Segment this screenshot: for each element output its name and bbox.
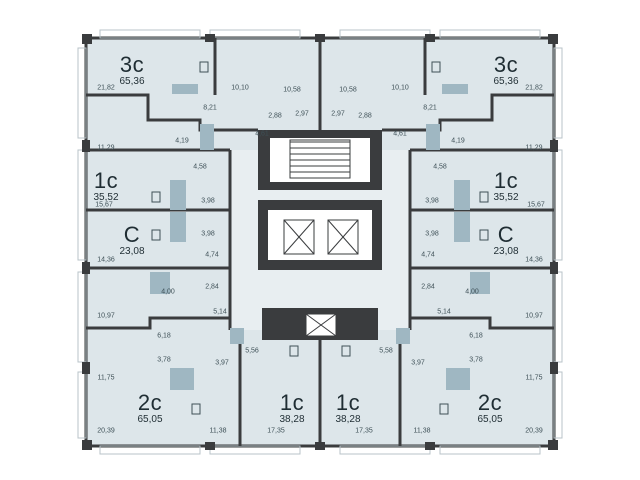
room-area: 4,61: [255, 130, 269, 138]
room-area: 4,74: [421, 251, 435, 259]
room-area: 21,82: [97, 84, 115, 92]
room-area: 3,98: [201, 197, 215, 205]
room-area: 2,88: [268, 112, 282, 120]
room-area: 10,10: [231, 84, 249, 92]
room-area: 15,67: [527, 201, 545, 209]
room-area: 17,35: [355, 427, 373, 435]
apartment-type: С: [123, 222, 141, 247]
room-area: 11,38: [413, 427, 431, 435]
room-area: 3,98: [201, 230, 215, 238]
room-area: 10,58: [339, 86, 357, 94]
apartment-area: 35,52: [493, 192, 519, 203]
apartment-type: 1с: [279, 390, 305, 415]
room-area: 4,61: [393, 130, 407, 138]
apartment-type: 1с: [493, 168, 519, 193]
room-area: 2,97: [295, 110, 309, 118]
apartment-area: 65,36: [493, 76, 519, 87]
room-area: 10,97: [97, 312, 115, 320]
apartment-label: 1с 38,28: [322, 392, 374, 426]
room-area: 11,29: [97, 144, 115, 152]
room-area: 11,75: [525, 374, 543, 382]
apartment-label: 3с 65,36: [480, 54, 532, 88]
room-area: 6,18: [469, 332, 483, 340]
room-area: 2,84: [421, 283, 435, 291]
room-area: 5,14: [213, 308, 227, 316]
room-area: 2,84: [205, 283, 219, 291]
room-area: 4,19: [175, 137, 189, 145]
apartment-type: 2с: [137, 390, 163, 415]
room-area: 14,36: [525, 256, 543, 264]
room-area: 20,39: [97, 427, 115, 435]
room-area: 5,58: [379, 347, 393, 355]
apartment-type: 3с: [493, 52, 519, 77]
apartment-label: С 23,08: [480, 224, 532, 258]
room-area: 5,14: [437, 308, 451, 316]
apartment-type: 1с: [93, 168, 119, 193]
room-area: 8,21: [203, 104, 217, 112]
apartment-area: 65,05: [477, 414, 503, 425]
room-area: 14,36: [97, 256, 115, 264]
apartment-area: 23,08: [119, 246, 145, 257]
apartment-label: 2с 65,05: [464, 392, 516, 426]
apartment-type: 1с: [335, 390, 361, 415]
room-area: 11,29: [525, 144, 543, 152]
apartment-area: 35,52: [93, 192, 119, 203]
apartment-type: 3с: [119, 52, 145, 77]
apartment-type: С: [497, 222, 515, 247]
room-area: 11,75: [97, 374, 115, 382]
stair-core: [258, 130, 382, 340]
room-area: 3,78: [469, 356, 483, 364]
room-area: 3,78: [157, 356, 171, 364]
room-area: 2,88: [358, 112, 372, 120]
apartment-area: 65,05: [137, 414, 163, 425]
apartment-label: 1с 35,52: [80, 170, 132, 204]
room-area: 10,58: [283, 86, 301, 94]
room-area: 10,10: [391, 84, 409, 92]
room-area: 3,98: [425, 230, 439, 238]
room-area: 11,38: [209, 427, 227, 435]
wall-piers: [82, 34, 558, 450]
apartment-label: 2с 65,05: [124, 392, 176, 426]
apartment-label: 1с 35,52: [480, 170, 532, 204]
room-area: 2,97: [331, 110, 345, 118]
room-area: 20,39: [525, 427, 543, 435]
room-area: 4,00: [161, 288, 175, 296]
apartment-label: 1с 38,28: [266, 392, 318, 426]
room-area: 8,21: [423, 104, 437, 112]
bathrooms: [150, 84, 490, 390]
room-area: 5,56: [245, 347, 259, 355]
room-area: 3,97: [215, 359, 229, 367]
room-area: 21,82: [525, 84, 543, 92]
room-area: 15,67: [95, 201, 113, 209]
room-area: 3,98: [425, 197, 439, 205]
room-area: 6,18: [157, 332, 171, 340]
apartment-label: 3с 65,36: [106, 54, 158, 88]
room-area: 4,58: [433, 163, 447, 171]
apartment-area: 65,36: [119, 76, 145, 87]
apartment-area: 38,28: [279, 414, 305, 425]
room-area: 4,58: [193, 163, 207, 171]
room-area: 10,97: [525, 312, 543, 320]
apartment-area: 38,28: [335, 414, 361, 425]
room-area: 3,97: [411, 359, 425, 367]
room-area: 4,19: [451, 137, 465, 145]
apartment-label: С 23,08: [106, 224, 158, 258]
room-area: 4,74: [205, 251, 219, 259]
room-area: 4,00: [465, 288, 479, 296]
room-area: 17,35: [267, 427, 285, 435]
apartment-type: 2с: [477, 390, 503, 415]
apartment-area: 23,08: [493, 246, 519, 257]
kitchen-fixtures: [151, 61, 489, 415]
